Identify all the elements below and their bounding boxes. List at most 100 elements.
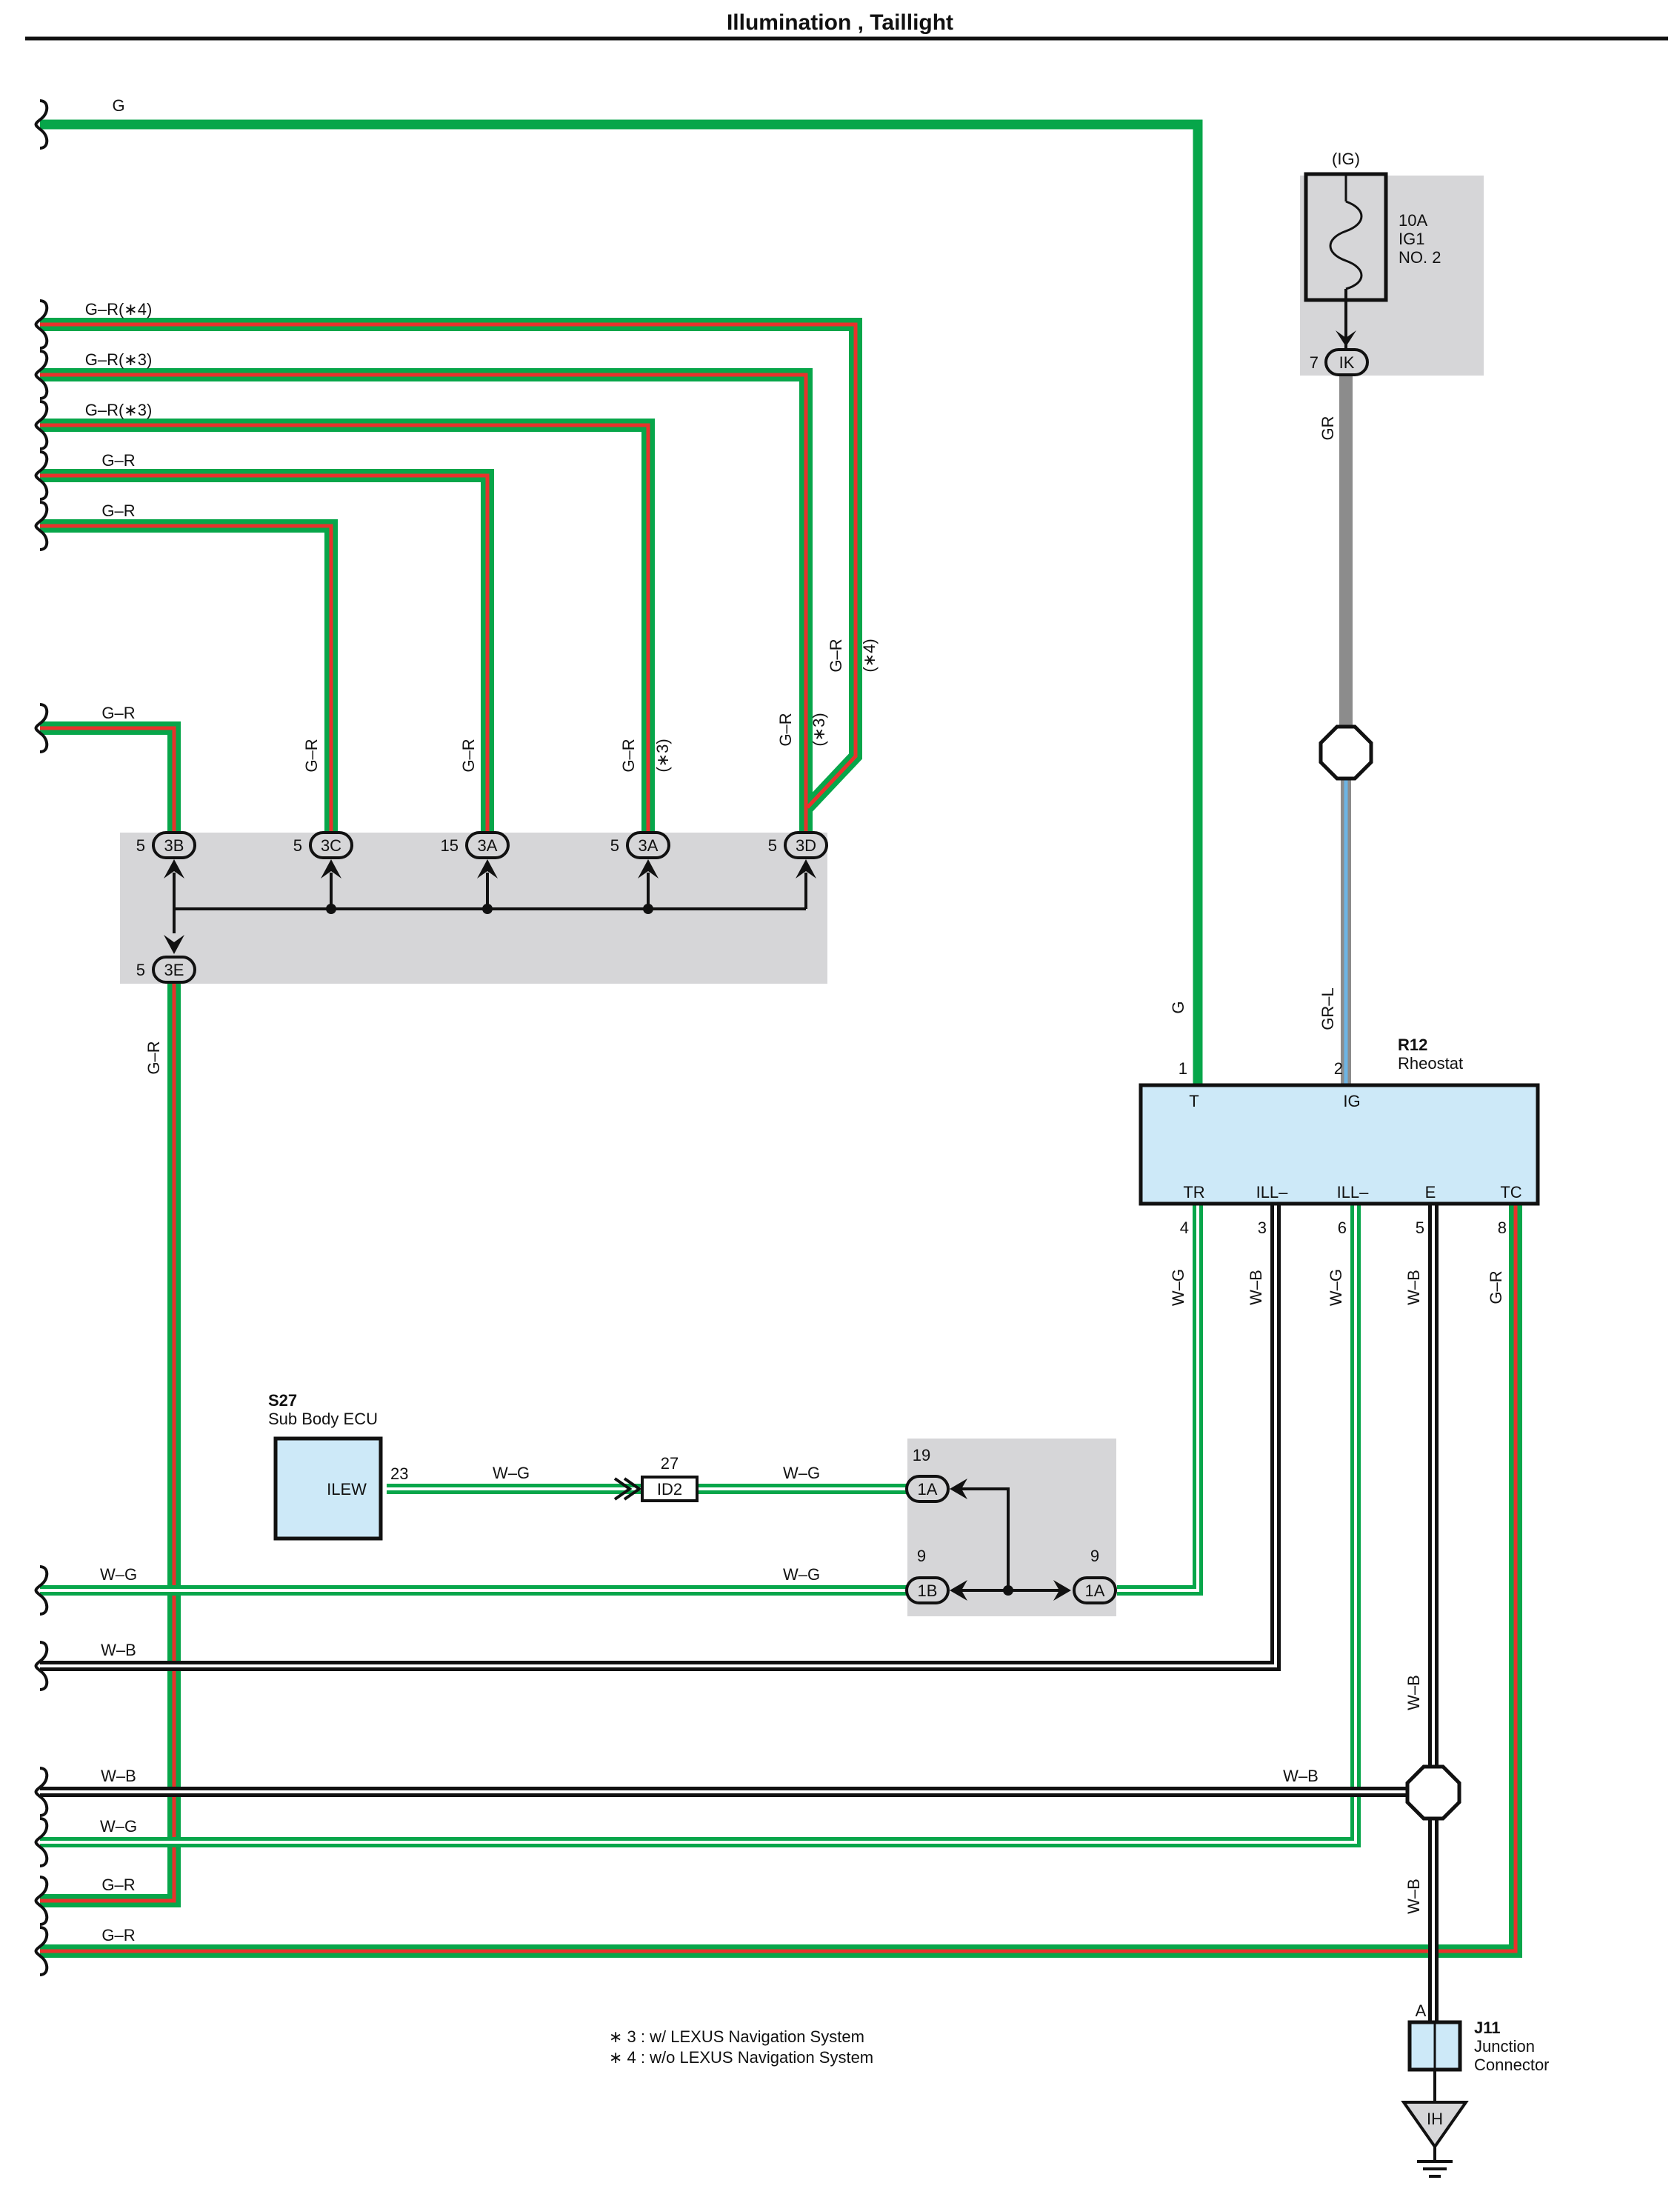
rheostat-term-tr: TR [1183,1183,1204,1201]
wire-label-wb-row2-right: W–B [1283,1767,1319,1785]
wb-wire-group [40,1204,1439,2022]
jb-connector-3c: 3C 5 [293,831,353,859]
rheostat-pin-4: 4 [1180,1219,1189,1237]
rheostat-pin-2: 2 [1334,1059,1343,1078]
page-title: Illumination , Taillight [727,10,953,35]
id2-pin: 27 [661,1454,679,1473]
svg-text:3B: 3B [164,836,184,855]
svg-text:1B: 1B [918,1581,938,1600]
connector-1b: 1B 9 [905,1547,950,1604]
gr-wire-group [40,318,1522,1958]
ground-triangle-icon [1401,2101,1469,2150]
wire-label-gr3-a: G–R(∗3) [85,350,153,369]
vwire-label-wb-j1: W–B [1404,1675,1423,1710]
ground-label: IH [1427,2110,1443,2128]
connector-block-internal [950,1479,1071,1601]
wire-label-gr-row2: G–R [101,1926,135,1944]
rheostat-term-e: E [1425,1183,1436,1201]
svg-text:5: 5 [293,836,302,855]
wire-label-gr3-b: G–R(∗3) [85,401,153,419]
jb-connector-3d: 3D 5 [768,831,828,859]
svg-text:3C: 3C [321,836,341,855]
jb-connector-3e: 3E 5 [136,956,196,984]
ecu-pin: 23 [390,1464,408,1483]
svg-text:9: 9 [917,1547,926,1565]
connector-1a-right: 1A 9 [1073,1547,1117,1604]
vwire-label-gr-3d: G–R [776,713,795,746]
svg-text:3A: 3A [478,836,498,855]
vwire-label-gr-ig: GR [1319,416,1337,441]
id2-box [641,1476,699,1502]
wire-label-gr-c: G–R [101,704,135,722]
fuse-number: NO. 2 [1399,248,1441,267]
wire-label-id2-wg: W–G [783,1464,820,1482]
vwire-label-wb-e: W–B [1404,1270,1423,1305]
wire-label-gr-a: G–R [101,451,135,470]
note-3: ∗ 3 : w/ LEXUS Navigation System [609,2027,864,2046]
rheostat-term-ill-6: ILL– [1337,1183,1370,1201]
junction-connector-id: J11 [1474,2019,1501,2037]
rheostat-term-ill-3: ILL– [1256,1183,1289,1201]
fuse-arrow-icon [1336,330,1356,347]
rheostat-term-ig: IG [1343,1092,1360,1110]
vwire-label-wb-j2: W–B [1404,1879,1423,1914]
wire-label-g-top: G [112,96,124,115]
vwire-label-wg-tr: W–G [1169,1269,1187,1306]
ecu-body [273,1436,383,1541]
junction-connector-line2: Connector [1474,2056,1550,2074]
junction-connector-pin: A [1416,2001,1427,2020]
vwire-label-gr-out-note: (∗4) [860,639,879,672]
rheostat-id: R12 [1398,1036,1427,1054]
id2-code: ID2 [657,1480,682,1499]
ground-symbol-icon [1417,2147,1453,2178]
left-break-marks [34,99,49,1976]
svg-text:5: 5 [136,961,145,979]
vwire-label-gr-15: G–R [459,739,478,772]
svg-text:5: 5 [136,836,145,855]
svg-text:15: 15 [441,836,459,855]
svg-text:9: 9 [1090,1547,1099,1565]
rheostat-term-tc: TC [1500,1183,1521,1201]
connector-ik [1324,348,1369,376]
svg-text:1A: 1A [918,1480,938,1499]
ecu-id: S27 [268,1391,297,1410]
vwire-label-gr-3d-note: (∗3) [810,713,828,746]
wire-label-gr-b: G–R [101,501,135,520]
connector-ik-pin: 7 [1310,353,1319,372]
rheostat-pin-8: 8 [1498,1219,1507,1237]
rheostat-pin-3: 3 [1258,1219,1267,1237]
svg-text:3D: 3D [796,836,816,855]
connector-1a-top: 1A 19 [905,1446,950,1503]
vwire-label-gr-3c: G–R [302,739,321,772]
jb-connector-3a-5: 3A 5 [610,831,670,859]
wire-label-wb-row1: W–B [101,1641,136,1659]
vwire-label-gr-out: G–R [827,639,845,672]
junction-connector-line1: Junction [1474,2037,1535,2056]
jb-connector-3b: 3B 5 [136,831,196,859]
svg-text:3E: 3E [164,961,184,979]
junction-block [164,859,816,954]
fuse-header: (IG) [1332,150,1360,168]
rheostat-term-t: T [1189,1092,1199,1110]
vwire-label-gr-tc: G–R [1487,1270,1505,1304]
vwire-label-gr-3e: G–R [144,1041,163,1074]
rheostat-body [1139,1083,1540,1206]
wire-label-s27-wg: W–G [493,1464,530,1482]
rheostat-name: Rheostat [1398,1054,1463,1073]
ecu-name: Sub Body ECU [268,1410,378,1428]
wire-label-wg-mid: W–G [783,1565,820,1584]
svg-text:19: 19 [913,1446,930,1464]
fuse-rating: 10A [1399,211,1427,230]
ecu-terminal: ILEW [327,1480,367,1499]
wire-label-gr4: G–R(∗4) [85,300,153,319]
svg-text:1A: 1A [1085,1581,1105,1600]
fuse-name: IG1 [1399,230,1424,248]
wire-label-gr-row1: G–R [101,1876,135,1894]
wire-label-wg-left: W–G [100,1565,137,1584]
vwire-label-grl: GR–L [1319,987,1337,1030]
rheostat-pin-6: 6 [1338,1219,1347,1237]
splice-gr [1319,724,1373,781]
svg-text:3A: 3A [639,836,659,855]
vwire-label-g-t: G [1169,1001,1187,1013]
